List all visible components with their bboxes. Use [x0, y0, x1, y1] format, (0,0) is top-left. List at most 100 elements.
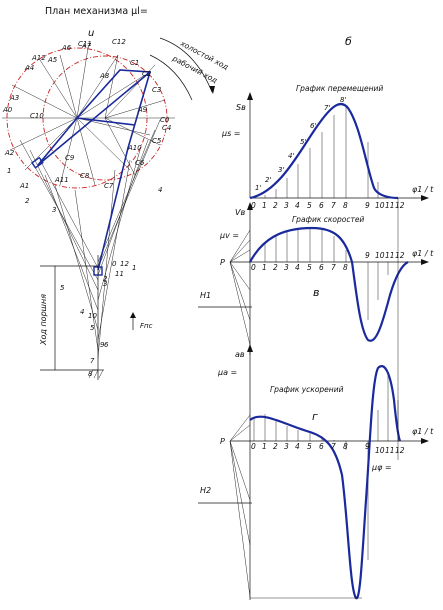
rocker-point-c3: C3	[152, 86, 161, 94]
displacement-tick-12: 12	[395, 201, 405, 210]
velocity-title: График скоростей	[292, 215, 364, 224]
displacement-scale: μs =	[221, 129, 241, 138]
velocity-x-label: φ1 / t	[412, 249, 434, 258]
acceleration-tick-0: 0	[251, 442, 256, 451]
acceleration-tick-8: 8	[343, 442, 348, 451]
acceleration-graph: График ускорений aв μa = φ1 / t μφ = P H…	[198, 344, 434, 600]
crank-point-a2: A2	[4, 149, 15, 157]
displacement-tick-1: 1	[262, 201, 267, 210]
page-title: План механизма μl=	[45, 6, 148, 17]
displacement-tick-9: 9	[365, 201, 370, 210]
velocity-y-label: Vв	[235, 208, 245, 217]
acceleration-tick-12: 12	[395, 446, 405, 455]
panel-b-label: б	[345, 35, 352, 48]
slider-position-0: 0	[112, 260, 117, 268]
panel-g-label: г	[312, 410, 318, 423]
bottom-scale: μφ =	[371, 463, 392, 472]
h2-label: H2	[200, 486, 211, 495]
displacement-point-4: 4'	[288, 152, 294, 160]
piston-stroke-label: Ход поршня	[39, 294, 48, 346]
velocity-tick-8: 8	[343, 263, 348, 272]
rocker-point-c6: C6	[135, 159, 145, 167]
side-label-1: 1	[7, 167, 11, 175]
crank-point-a11: A11	[54, 176, 69, 184]
pole-p2-label: P	[220, 437, 225, 446]
displacement-tick-5: 5	[307, 201, 312, 210]
crank-point-a9: A9	[137, 106, 148, 114]
crank-point-a5: A5	[47, 56, 58, 64]
acceleration-tick-7: 7	[331, 442, 336, 451]
displacement-point-8: 8'	[340, 96, 346, 104]
displacement-point-6: 6'	[310, 122, 316, 130]
velocity-scale: μv =	[219, 231, 239, 240]
connecting-rods	[19, 119, 161, 359]
velocity-tick-4: 4	[295, 263, 300, 272]
displacement-point-3: 3'	[278, 166, 284, 174]
slider-position-8: 5	[90, 324, 95, 332]
displacement-point-2: 2'	[265, 176, 271, 184]
displacement-tick-6: 6	[319, 201, 324, 210]
velocity-tick-9: 9	[365, 251, 370, 260]
crank-point-a8: A8	[99, 72, 110, 80]
acceleration-tick-3: 3	[284, 442, 289, 451]
crank-point-a0: A0	[2, 106, 13, 114]
displacement-point-1: 1'	[255, 184, 261, 192]
panel-v-label: в	[313, 286, 319, 299]
crank-point-a6: A6	[61, 44, 72, 52]
displacement-tick-2: 2	[273, 201, 278, 210]
crank-point-a10: A10	[127, 144, 142, 152]
acceleration-tick-10: 10	[375, 446, 385, 455]
displacement-tick-3: 3	[284, 201, 289, 210]
acceleration-tick-5: 5	[307, 442, 312, 451]
velocity-tick-12: 12	[395, 251, 405, 260]
crank-point-a1: A1	[19, 182, 29, 190]
force-label: Fпс	[140, 322, 153, 330]
acceleration-title: График ускорений	[270, 385, 344, 394]
acceleration-tick-4: 4	[295, 442, 300, 451]
slider-position-12: 8	[88, 370, 93, 378]
displacement-tick-0: 0	[251, 201, 256, 210]
displacement-tick-8: 8	[343, 201, 348, 210]
velocity-tick-2: 2	[273, 263, 278, 272]
acceleration-y-label: aв	[235, 350, 245, 359]
mechanism-plan: Ход поршня Fпс холостой ход рабочий ход	[2, 37, 230, 380]
displacement-point-7: 7'	[324, 104, 330, 112]
crank-point-a7: A7	[81, 42, 92, 50]
slider-position-7: 10	[88, 312, 97, 320]
acceleration-curve	[249, 365, 402, 600]
displacement-tick-7: 7	[331, 201, 336, 210]
mechanism-label-u: u	[88, 28, 94, 39]
rocker-point-c2: C2	[142, 70, 152, 78]
velocity-tick-0: 0	[251, 263, 256, 272]
acceleration-tick-2: 2	[273, 442, 278, 451]
h1-label: H1	[200, 291, 211, 300]
side-label-4: 4	[158, 186, 162, 194]
rocker-point-c10: C10	[30, 112, 44, 120]
side-label-3: 3	[52, 206, 56, 214]
slider-position-6: 4	[80, 308, 84, 316]
displacement-title: График перемещений	[296, 84, 383, 93]
displacement-x-label: φ1 / t	[412, 185, 434, 194]
displacement-tick-4: 4	[295, 201, 300, 210]
displacement-point-5: 5'	[300, 138, 306, 146]
velocity-tick-3: 3	[284, 263, 289, 272]
rocker-point-c11: C11	[78, 40, 92, 48]
crank-point-a3: A3	[9, 94, 19, 102]
slider-position-4: 2	[103, 275, 108, 283]
slider-position-3: 11	[115, 270, 124, 278]
acceleration-x-label: φ1 / t	[412, 427, 434, 436]
acceleration-tick-9: 9	[365, 442, 370, 451]
rocker-point-c1: C1	[130, 59, 139, 67]
highlighted-linkage	[37, 69, 152, 271]
slider-position-5: 3	[103, 280, 107, 288]
acceleration-tick-11: 11	[385, 446, 395, 455]
acceleration-tick-6: 6	[319, 442, 324, 451]
slider-position-9: 9	[100, 341, 105, 349]
slider-position-2: 1	[132, 264, 136, 272]
acceleration-scale: μa =	[217, 368, 237, 377]
